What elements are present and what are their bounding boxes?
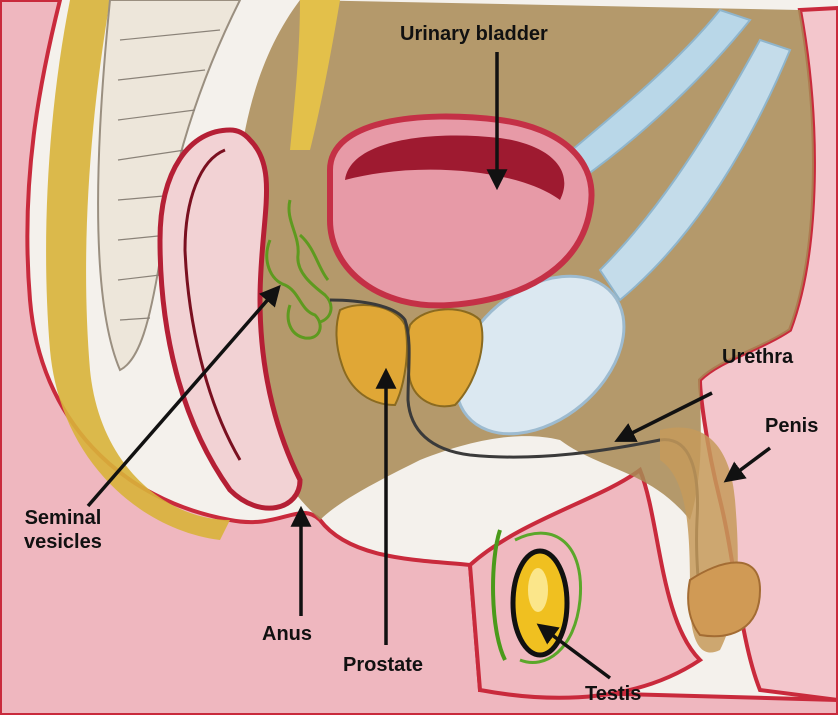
label-testis: Testis [585,682,641,706]
label-seminal-line2: vesicles [24,530,102,554]
label-prostate: Prostate [343,653,423,677]
label-penis: Penis [765,414,818,438]
label-urinary-bladder: Urinary bladder [400,22,548,46]
label-urethra: Urethra [722,345,793,369]
testis-highlight [528,568,548,612]
label-seminal-line1: Seminal [24,506,102,530]
label-seminal-vesicles: Seminal vesicles [24,506,102,554]
scrotum-skin [470,470,700,698]
label-anus: Anus [262,622,312,646]
